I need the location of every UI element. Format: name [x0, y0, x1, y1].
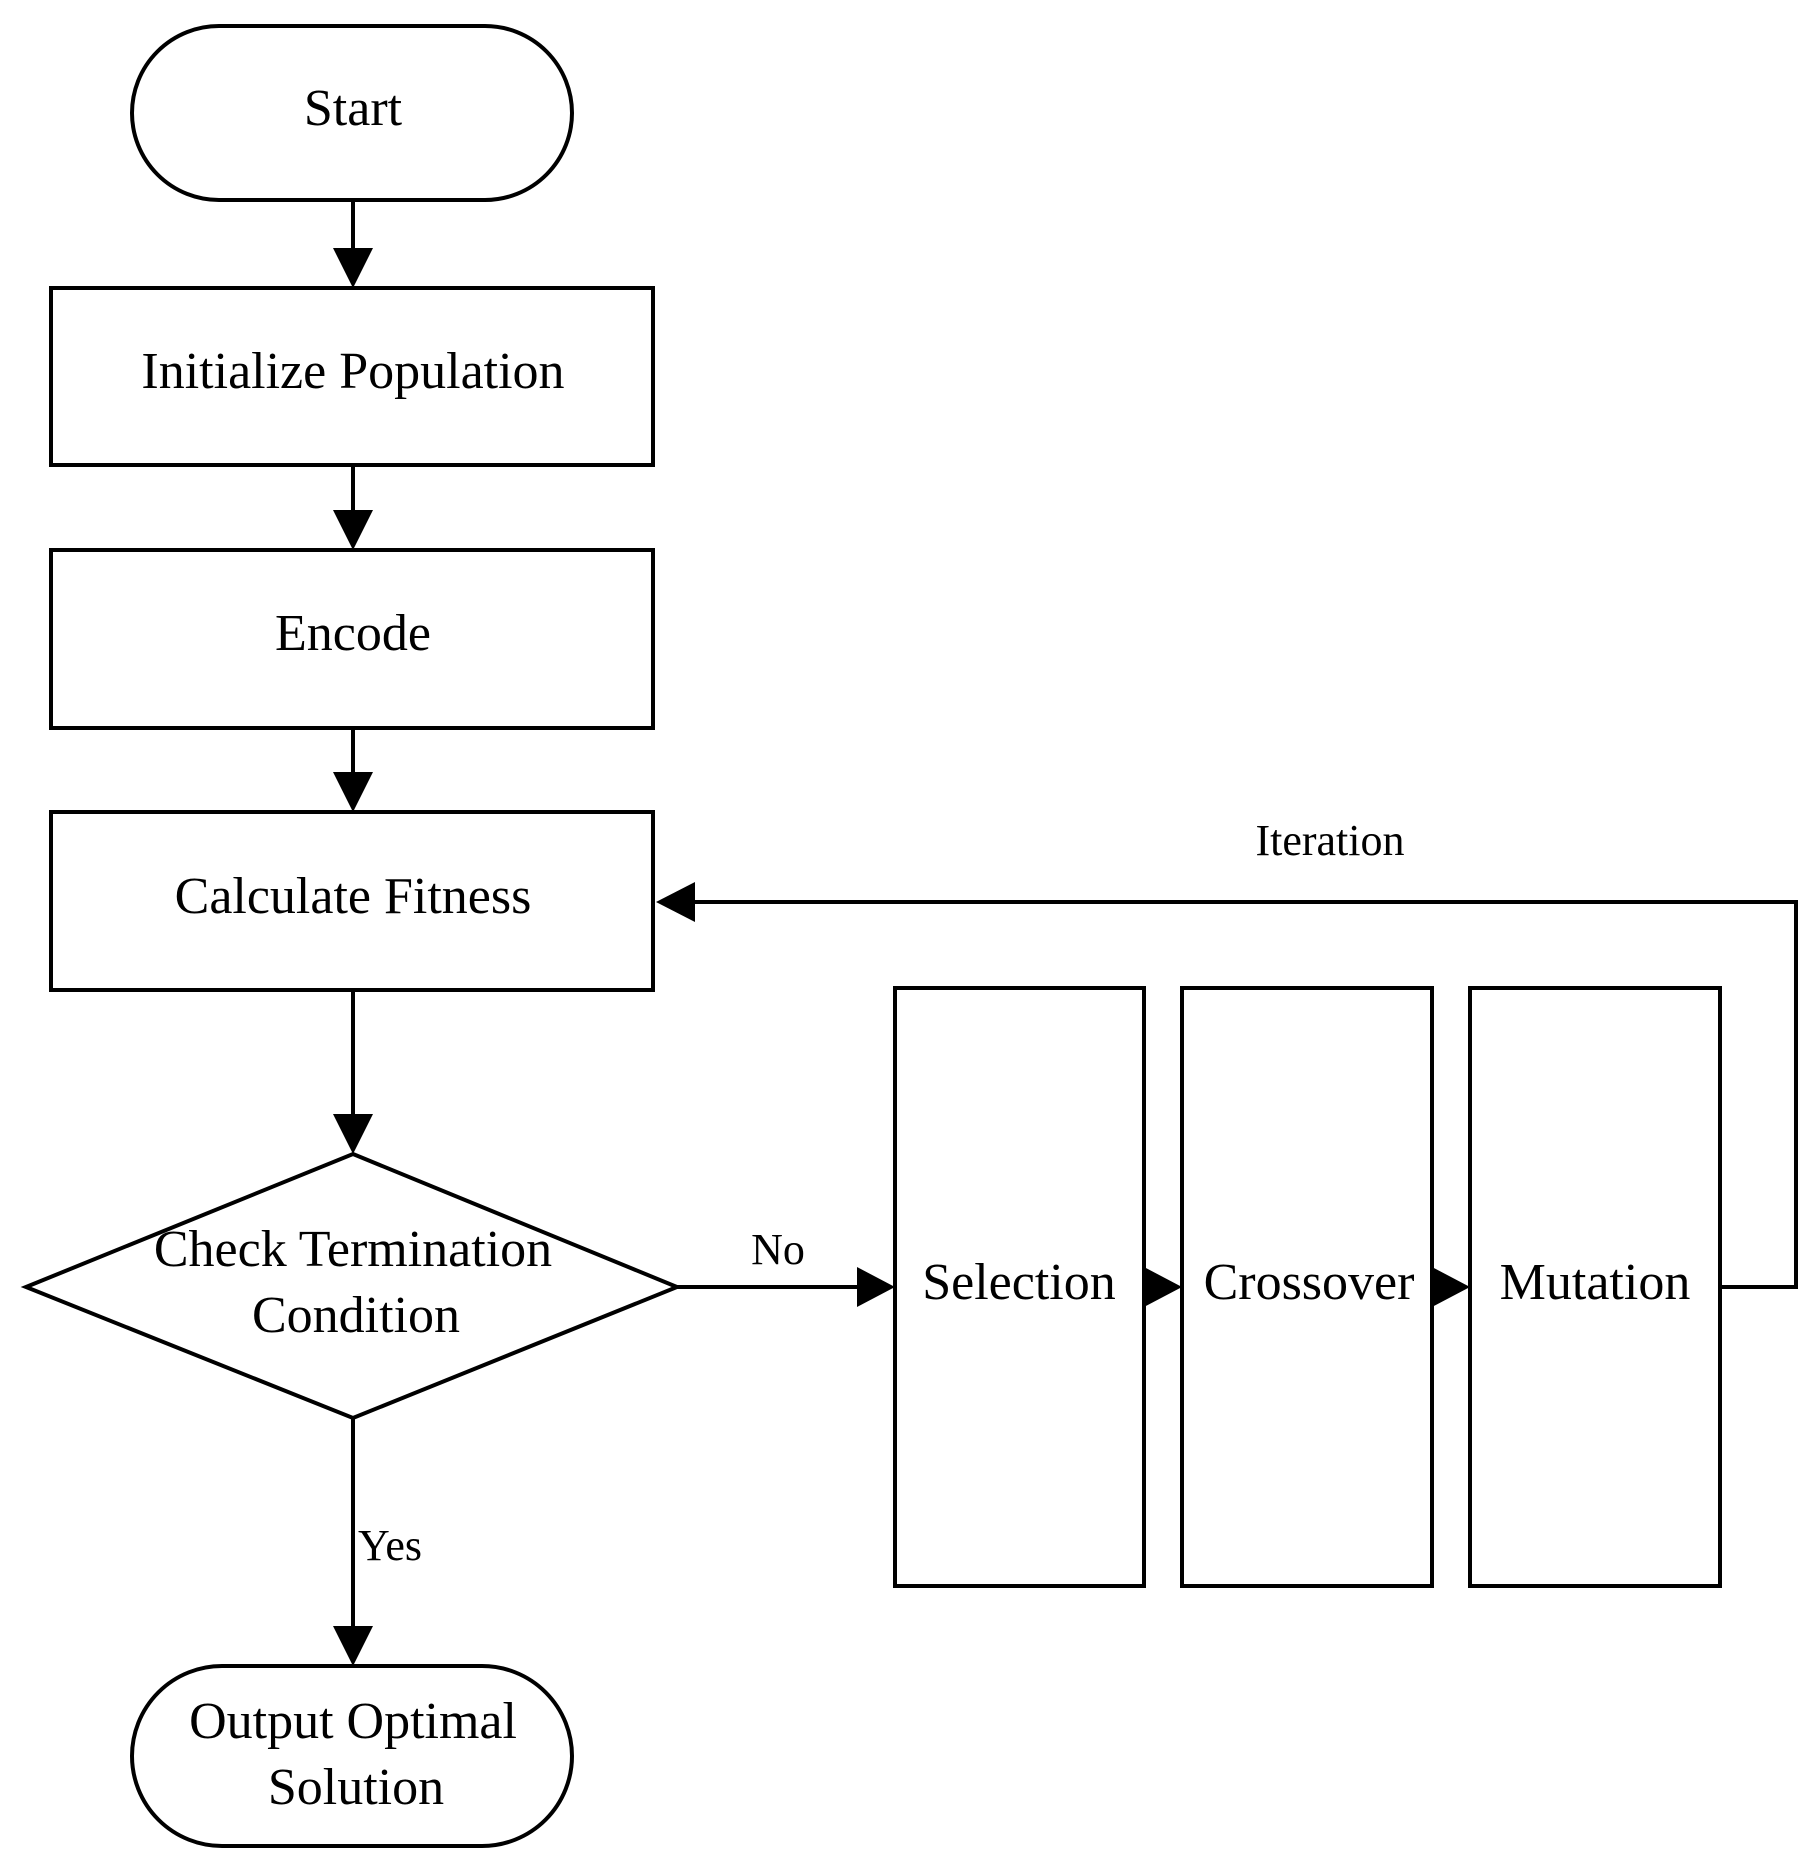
output-terminal	[130, 1664, 574, 1848]
iteration-loop-line	[690, 900, 1798, 1289]
iteration-edge-label: Iteration	[1255, 816, 1404, 865]
arrowhead-mutation	[1432, 1267, 1470, 1307]
output-label-line2: Solution	[268, 1759, 444, 1816]
yes-edge-label: Yes	[358, 1521, 422, 1570]
arrowhead-iteration	[656, 882, 695, 922]
arrowhead-crossover	[1144, 1267, 1182, 1307]
mutation-label: Mutation	[1500, 1254, 1691, 1311]
no-edge-label: No	[751, 1225, 805, 1274]
encode-box	[49, 548, 655, 730]
start-terminal	[130, 24, 574, 202]
check-termination-label-line1: Check Termination	[154, 1221, 552, 1278]
initialize-population-box	[49, 286, 655, 467]
crossover-label: Crossover	[1204, 1254, 1415, 1311]
arrowhead-output	[333, 1626, 373, 1666]
arrowhead-fitness	[333, 772, 373, 812]
arrowhead-init	[333, 248, 373, 288]
mutation-box	[1468, 986, 1722, 1588]
selection-box	[893, 986, 1146, 1588]
start-label: Start	[304, 80, 403, 137]
check-termination-label-line2: Condition	[252, 1287, 460, 1344]
arrowhead-check	[333, 1114, 373, 1154]
arrowhead-encode	[333, 510, 373, 550]
crossover-box	[1180, 986, 1434, 1588]
output-label-line1: Output Optimal	[189, 1693, 517, 1750]
arrowhead-selection	[857, 1267, 895, 1307]
check-termination-decision	[20, 1151, 683, 1421]
calculate-fitness-box	[49, 810, 655, 992]
initialize-population-label: Initialize Population	[141, 343, 564, 400]
encode-label: Encode	[275, 605, 431, 662]
selection-label: Selection	[922, 1254, 1116, 1311]
calculate-fitness-label: Calculate Fitness	[175, 868, 532, 925]
